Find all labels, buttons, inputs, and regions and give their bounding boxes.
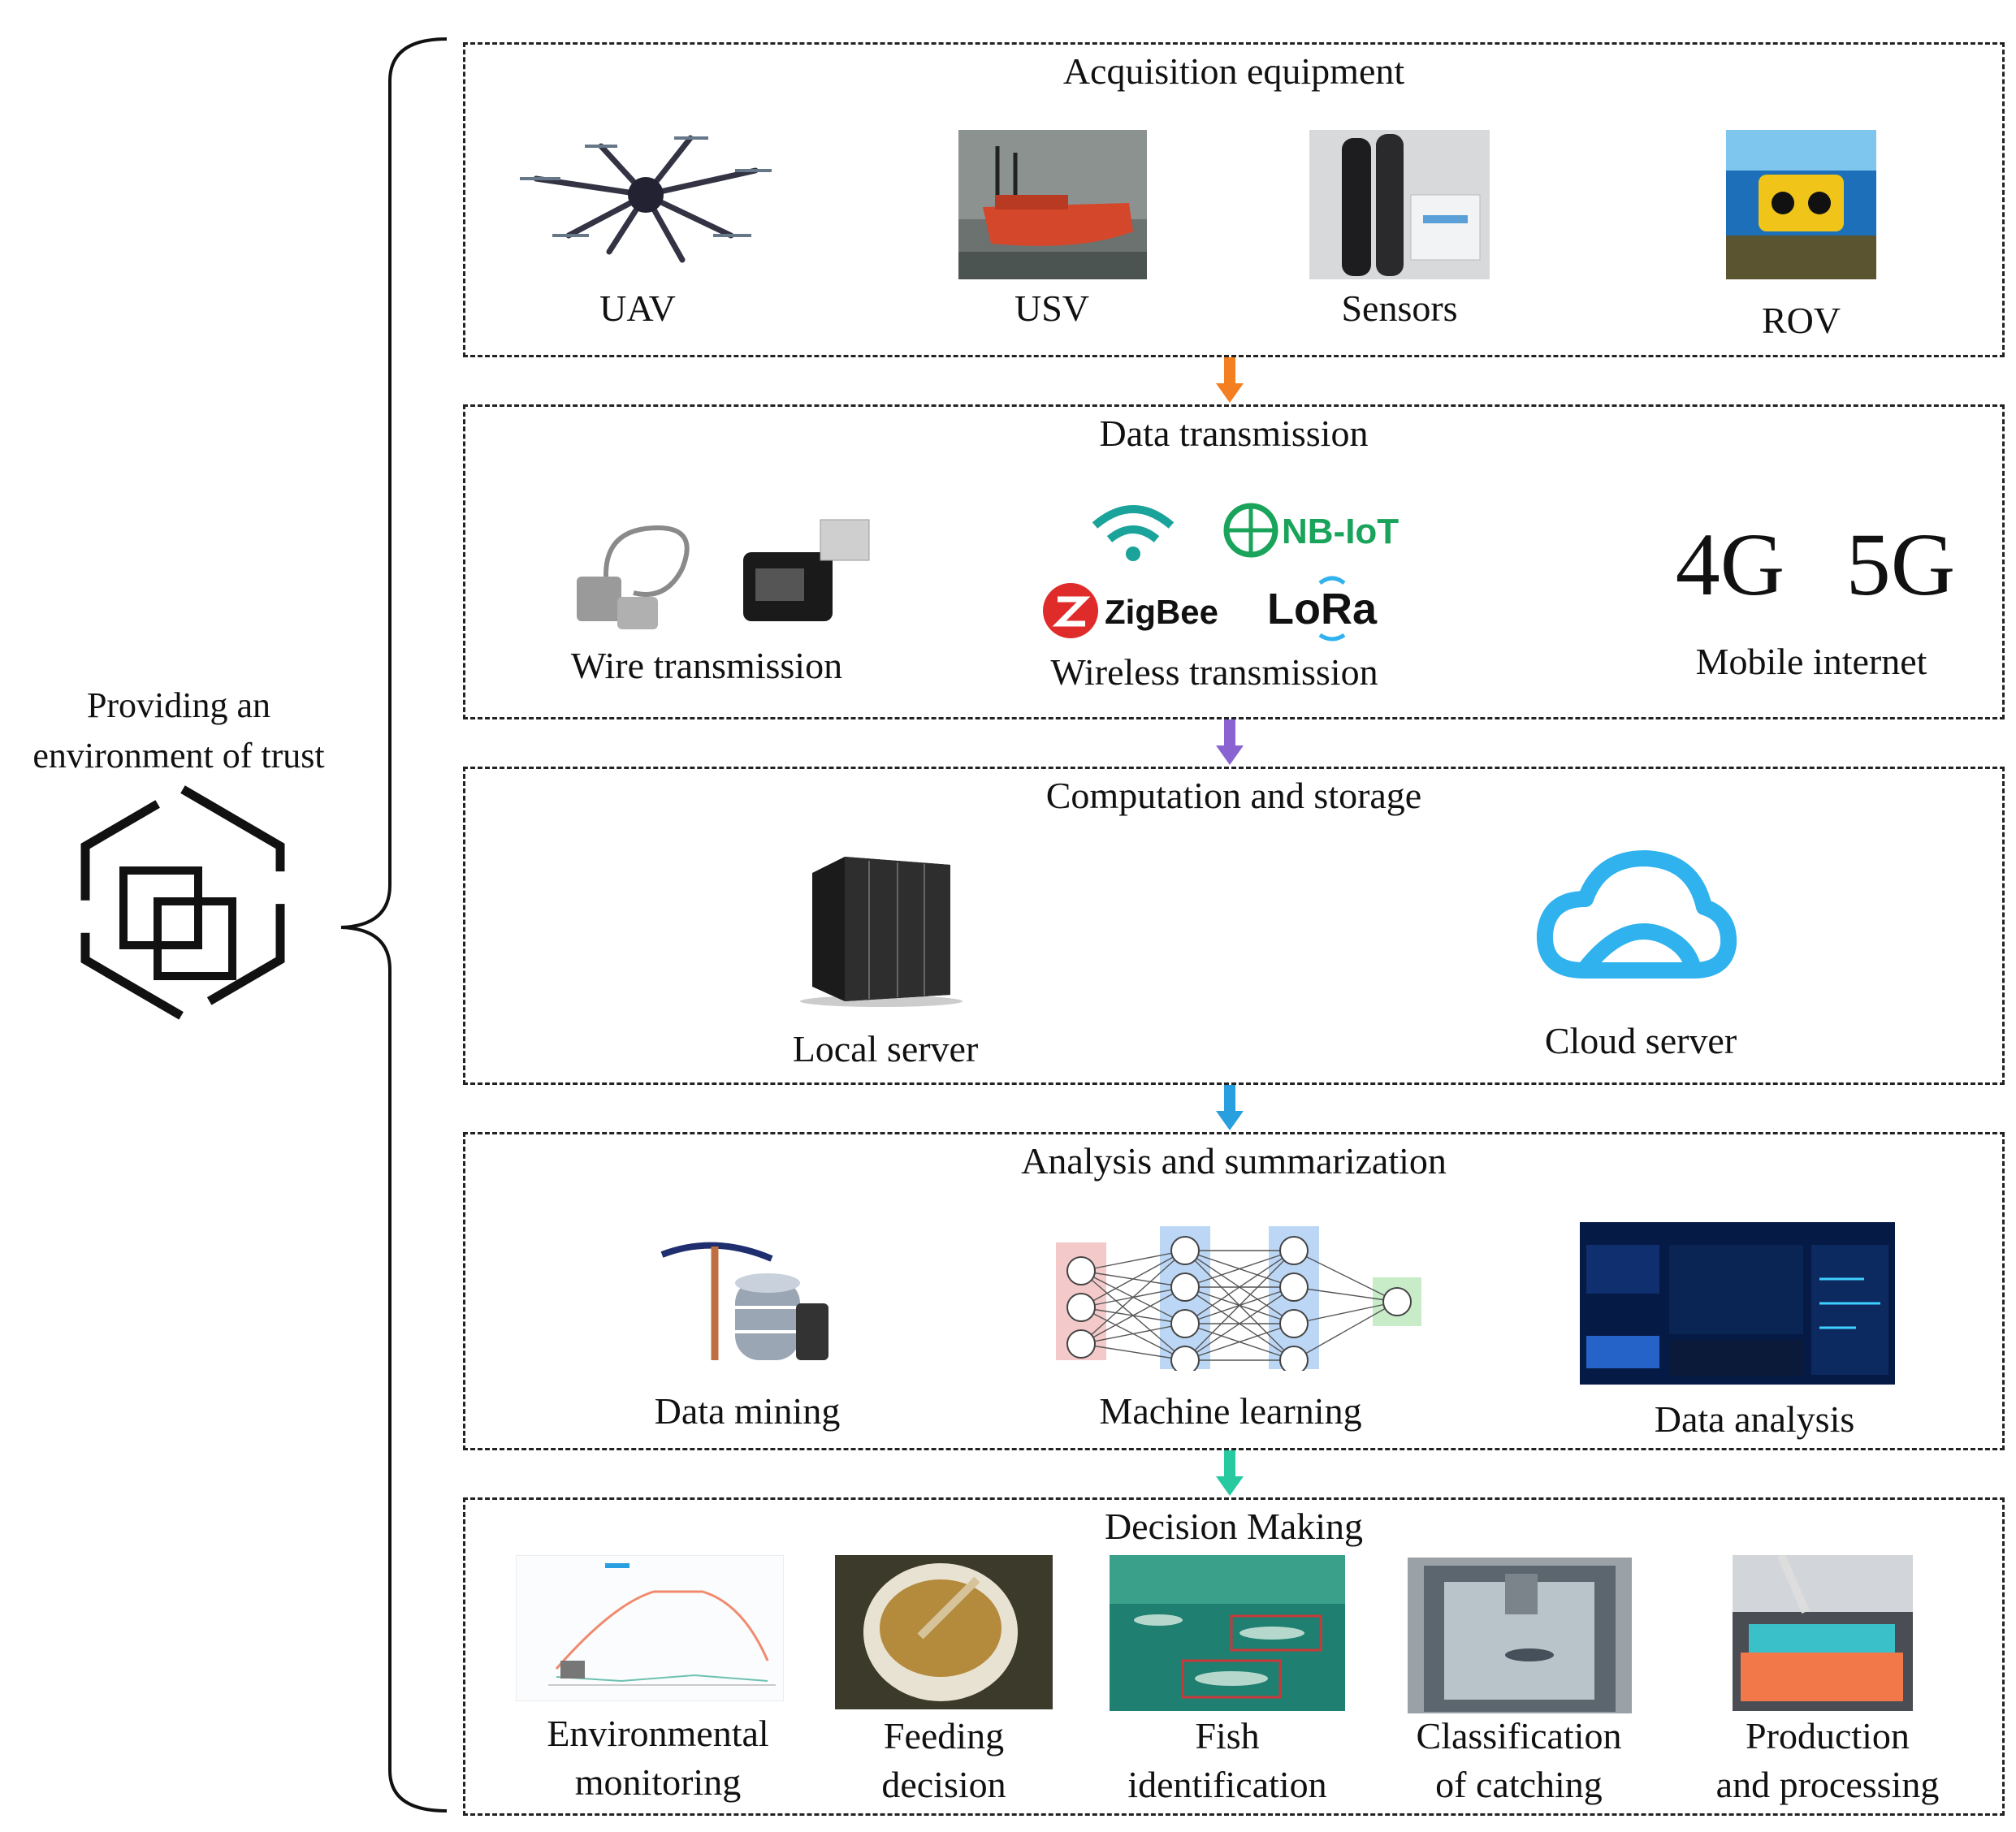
production-line2: and processing (1715, 1764, 1940, 1805)
production-line1: Production (1746, 1715, 1910, 1756)
data-mining-icon (660, 1242, 828, 1360)
curly-brace (340, 37, 448, 1813)
fish-identification-line1: Fish (1195, 1715, 1260, 1756)
trust-label: Providing an environment of trust (0, 681, 357, 781)
env-monitoring-image (516, 1555, 784, 1701)
server-rack-icon (800, 857, 963, 1007)
classification-image (1408, 1558, 1632, 1713)
data-analysis-label: Data analysis (1654, 1398, 1855, 1440)
decision-title: Decision Making (1104, 1506, 1364, 1547)
decision-panel: Decision Making (463, 1497, 2005, 1816)
computation-title: Computation and storage (1045, 775, 1422, 816)
fish-identification-image (1110, 1555, 1345, 1711)
blockchain-hexagon-icon (80, 784, 285, 1022)
computation-panel: Computation and storage (463, 767, 2005, 1085)
wifi-icon (1092, 505, 1175, 561)
sensors-label: Sensors (1341, 287, 1458, 329)
wire-label: Wire transmission (570, 645, 843, 686)
rov-label: ROV (1761, 300, 1841, 341)
usv-image (958, 130, 1147, 279)
transmission-panel: Data transmission (463, 404, 2005, 719)
env-monitoring-line2: monitoring (574, 1761, 742, 1803)
zigbee-logo-icon: ZigBee (1043, 583, 1218, 638)
production-image (1733, 1555, 1913, 1711)
classification-line2: of catching (1435, 1764, 1603, 1805)
feeding-image (835, 1555, 1053, 1709)
fish-identification-line2: identification (1127, 1764, 1327, 1805)
transmission-title: Data transmission (1099, 413, 1369, 454)
trust-label-line1: Providing an (86, 685, 271, 725)
feeding-line2: decision (881, 1764, 1006, 1805)
classification-line1: Classification (1416, 1715, 1622, 1756)
uav-image (520, 135, 772, 263)
acquisition-title: Acquisition equipment (1062, 50, 1405, 92)
data-mining-label: Data mining (654, 1390, 841, 1432)
env-monitoring-line1: Environmental (547, 1713, 769, 1754)
cloud-icon (1536, 850, 1737, 979)
rov-image (1726, 130, 1876, 279)
mobile-label: Mobile internet (1695, 641, 1927, 682)
wireless-label: Wireless transmission (1050, 651, 1378, 693)
feeding-line1: Feeding (883, 1715, 1005, 1756)
neural-network-icon (1056, 1226, 1421, 1371)
cloud-server-label: Cloud server (1544, 1020, 1737, 1061)
arrow-down-icon (1216, 1450, 1244, 1496)
arrow-down-icon (1216, 719, 1244, 765)
4g-text: 4G (1675, 515, 1785, 614)
local-server-label: Local server (792, 1028, 979, 1069)
zigbee-text: ZigBee (1105, 593, 1218, 631)
production-label: Production and processing (1689, 1712, 1966, 1809)
sensors-image (1309, 130, 1490, 279)
lora-text: LoRa (1267, 585, 1378, 633)
env-monitoring-label: Environmental monitoring (520, 1709, 796, 1807)
usv-label: USV (1014, 287, 1090, 329)
arrow-3-shape (1216, 1085, 1244, 1130)
arrow-2-shape (1216, 719, 1244, 765)
arrow-down-icon (1216, 357, 1244, 403)
nbiot-text: NB-IoT (1282, 512, 1399, 551)
acquisition-panel: Acquisition equipment (463, 42, 2005, 357)
trust-label-line2: environment of trust (32, 736, 325, 776)
uav-label: UAV (599, 287, 676, 329)
analysis-title: Analysis and summarization (1021, 1140, 1447, 1182)
nbiot-logo-icon: NB-IoT (1223, 503, 1399, 558)
lora-logo-icon: LoRa (1267, 576, 1378, 642)
feeding-label: Feeding decision (835, 1712, 1053, 1809)
5g-text: 5G (1845, 515, 1956, 614)
machine-learning-label: Machine learning (1099, 1390, 1362, 1432)
dashboard-image (1580, 1222, 1895, 1385)
arrow-down-icon (1216, 1085, 1244, 1130)
classification-label: Classification of catching (1397, 1712, 1641, 1809)
fish-identification-label: Fish identification (1110, 1712, 1345, 1809)
arrow-4-shape (1216, 1450, 1244, 1496)
arrow-1-shape (1216, 357, 1244, 403)
wire-cable-image (577, 519, 870, 629)
analysis-panel: Analysis and summarization (463, 1132, 2005, 1450)
